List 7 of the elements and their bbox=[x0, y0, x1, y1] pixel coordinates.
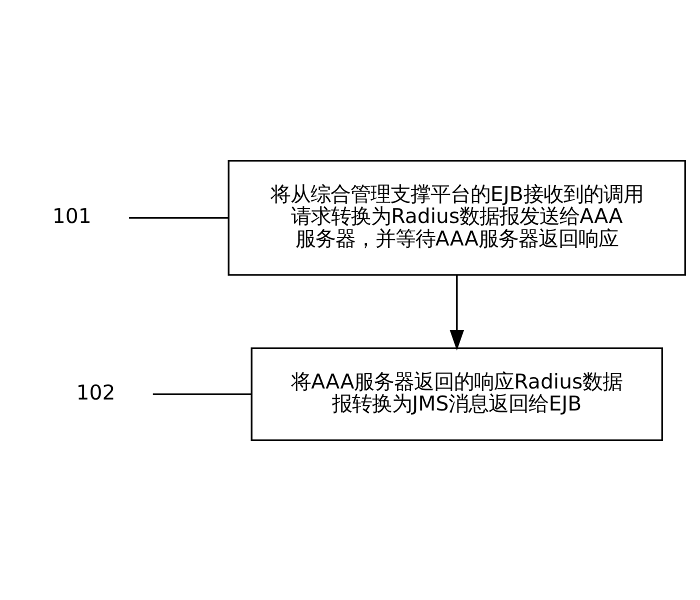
node-box: 将AAA服务器返回的响应Radius数据报转换为JMS消息返回给EJB bbox=[250, 346, 664, 441]
node-text: 102 bbox=[76, 380, 116, 404]
node-text: 101 bbox=[52, 204, 92, 228]
node-box: 将从综合管理支撑平台的EJB接收到的调用请求转换为Radius数据报发送给AAA服务器，并等待AAA服务器返回响应 bbox=[228, 159, 686, 276]
connector bbox=[129, 216, 228, 218]
arrow bbox=[450, 274, 464, 350]
connector bbox=[152, 392, 252, 395]
